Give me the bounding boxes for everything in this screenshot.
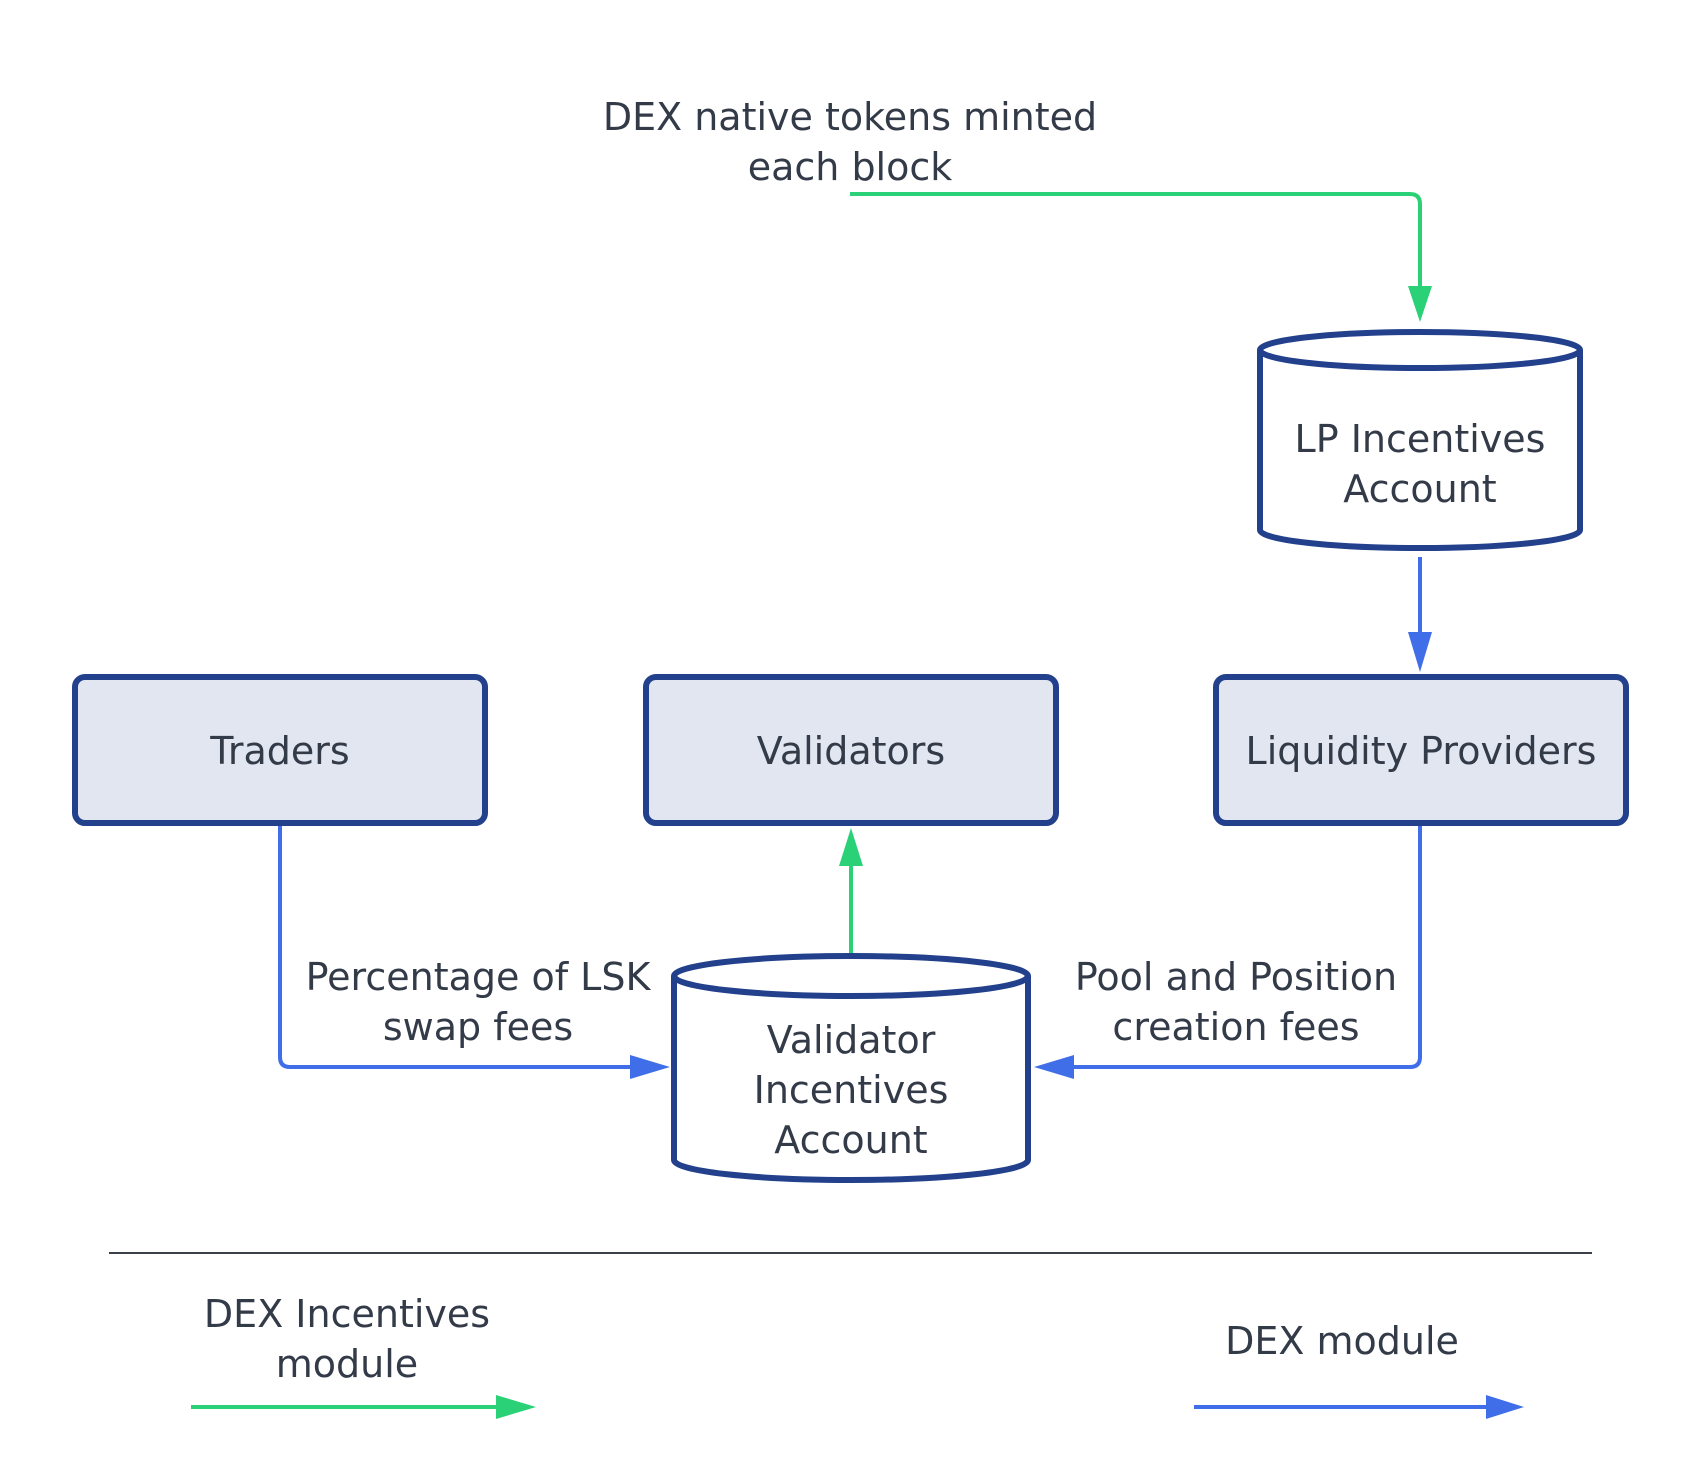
swap-fees-label: Percentage of LSK swap fees bbox=[306, 955, 652, 1049]
lp-incentives-account: LP Incentives Account bbox=[1257, 329, 1583, 551]
pool-fees-label: Pool and Position creation fees bbox=[1075, 955, 1397, 1049]
legend-incentives-label-line-1: DEX Incentives bbox=[204, 1292, 490, 1336]
lp-account-label-line-1: LP Incentives bbox=[1295, 417, 1546, 461]
traders-label: Traders bbox=[209, 729, 349, 773]
legend-incentives-label-line-2: module bbox=[276, 1342, 418, 1386]
validator-account-to-validators-arrow bbox=[839, 828, 863, 953]
lp-account-label-line-2: Account bbox=[1343, 467, 1496, 511]
mint-arrow bbox=[850, 192, 1432, 322]
legend-incentives: DEX Incentives module bbox=[191, 1292, 536, 1419]
providers-flow-line bbox=[1068, 826, 1422, 1069]
lp-account-top bbox=[1257, 329, 1583, 371]
validator-account-top bbox=[671, 953, 1031, 999]
validator-account-label-line-1: Validator bbox=[767, 1018, 936, 1062]
legend-incentives-arrowhead bbox=[496, 1395, 536, 1419]
liquidity-providers-box bbox=[1213, 674, 1629, 826]
traders-node: Traders bbox=[72, 674, 488, 826]
validators-box bbox=[643, 674, 1059, 826]
traders-flow-line bbox=[278, 826, 632, 1069]
validator-account-label-line-2: Incentives bbox=[754, 1068, 949, 1112]
mint-arrow-line bbox=[850, 192, 1422, 290]
swap-fees-label-line-2: swap fees bbox=[383, 1005, 573, 1049]
pool-fees-label-line-1: Pool and Position bbox=[1075, 955, 1397, 999]
validator-account-label-line-3: Account bbox=[774, 1118, 927, 1162]
pool-fees-label-line-2: creation fees bbox=[1112, 1005, 1359, 1049]
validator-account-body bbox=[671, 976, 1031, 1183]
legend-dex-arrowhead bbox=[1486, 1395, 1524, 1419]
swap-fees-label-line-1: Percentage of LSK bbox=[306, 955, 652, 999]
validators-node: Validators bbox=[643, 674, 1059, 826]
traders-flow-arrowhead bbox=[630, 1055, 670, 1079]
liquidity-providers-label: Liquidity Providers bbox=[1246, 729, 1597, 773]
lp-to-providers-arrow bbox=[1408, 557, 1432, 672]
mint-label-line-1: DEX native tokens minted bbox=[603, 95, 1097, 139]
lp-account-body bbox=[1257, 350, 1583, 551]
mint-label: DEX native tokens minted each block bbox=[603, 95, 1097, 189]
mint-arrowhead bbox=[1408, 286, 1432, 322]
liquidity-providers-node: Liquidity Providers bbox=[1213, 674, 1629, 826]
providers-to-validator-account-arrow bbox=[1034, 826, 1422, 1079]
traders-to-validator-account-arrow bbox=[278, 826, 670, 1079]
mint-label-line-2: each block bbox=[748, 145, 953, 189]
legend-dex-label: DEX module bbox=[1225, 1319, 1459, 1363]
traders-box bbox=[72, 674, 488, 826]
legend-dex: DEX module bbox=[1194, 1319, 1524, 1419]
lp-to-providers-arrowhead bbox=[1408, 632, 1432, 672]
providers-flow-arrowhead bbox=[1034, 1055, 1074, 1079]
validator-incentives-account: Validator Incentives Account bbox=[671, 953, 1031, 1183]
validator-reward-arrowhead bbox=[839, 828, 863, 866]
validators-label: Validators bbox=[757, 729, 945, 773]
